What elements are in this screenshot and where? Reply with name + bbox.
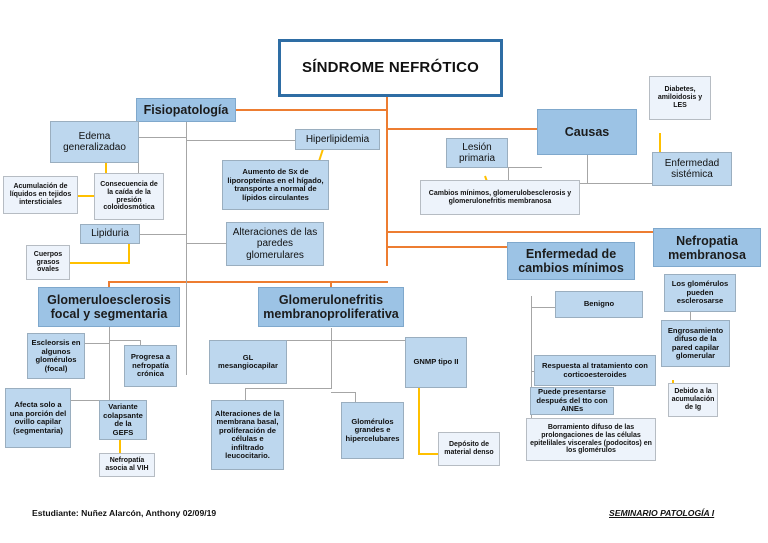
footer-seminar: SEMINARIO PATOLOGÍA I	[609, 508, 715, 518]
node-consecuencia-caida[interactable]: Consecuencia de la caída de la presión c…	[94, 173, 164, 220]
wire-lipid-down	[128, 244, 130, 264]
node-glomeruloesclerosis[interactable]: Glomeruloesclerosis focal y segmentaria	[38, 287, 180, 327]
wire-gnmp-alter-h	[245, 388, 332, 389]
wire-gefs-afecta	[70, 400, 110, 401]
wire-lipid-cuerpos	[68, 262, 130, 264]
node-glomerulos-esclerosarse[interactable]: Los glomérulos pueden esclerosarse	[664, 274, 736, 312]
wire-causas-enf-v	[508, 167, 509, 184]
wire-gefs-escl	[84, 343, 110, 344]
wire-ecm-benigno	[531, 307, 556, 308]
node-afecta-solo[interactable]: Afecta solo a una porción del ovillo cap…	[5, 388, 71, 448]
wire-gefs-down	[109, 327, 110, 420]
node-benigno[interactable]: Benigno	[555, 291, 643, 318]
wire-var-vih	[119, 440, 121, 455]
wire-causas-enf-h	[508, 183, 652, 184]
wire-gnmp-gl-h	[248, 340, 332, 341]
wire-ecm-down	[531, 296, 532, 454]
wire-fisio-alter	[186, 243, 226, 244]
node-debido-acumulacion-ig[interactable]: Debido a la acumulación de Ig	[668, 383, 718, 417]
node-glomerulos-grandes[interactable]: Glomérulos grandes e hipercelubares	[341, 402, 404, 459]
node-alteraciones-membrana[interactable]: Alteraciones de la membrana basal, proli…	[211, 400, 284, 470]
node-progresa-nefropatia[interactable]: Progresa a nefropatía crónica	[124, 345, 177, 387]
node-lipiduria[interactable]: Lipiduria	[80, 224, 140, 244]
wire-t2-deposito-h	[418, 453, 440, 455]
wire-causas-down	[587, 155, 588, 183]
node-respuesta-corticoesteroides[interactable]: Respuesta al tratamiento con corticoeste…	[534, 355, 656, 386]
node-nefropatia-vih[interactable]: Nefropatía asocia al VIH	[99, 453, 155, 477]
node-alteraciones-paredes[interactable]: Alteraciones de las paredes glomerulares	[226, 222, 324, 266]
node-acumulacion-liquidos[interactable]: Acumulación de líquidos en tejidos inter…	[3, 176, 78, 214]
node-variante-colapsante[interactable]: Variante colapsante de la GEFS	[99, 400, 147, 440]
wire-fisio-down	[186, 120, 187, 375]
node-escleorsis-algunos[interactable]: Escleorsis en algunos glomérulos (focal)	[27, 333, 85, 379]
node-nefropatia-membranosa[interactable]: Nefropatia membranosa	[653, 228, 761, 267]
wire-edema-acum	[77, 195, 107, 197]
wire-causas-lesion	[508, 167, 542, 168]
node-cuerpos-grasos[interactable]: Cuerpos grasos ovales	[26, 245, 70, 280]
node-enfermedad-cambios-minimos[interactable]: Enfermedad de cambios mínimos	[507, 242, 635, 280]
node-cambios-minimos-glom[interactable]: Cambios mínimos, glomerulobesclerosis y …	[420, 180, 580, 215]
wire-fisio-edema	[138, 137, 186, 138]
node-gl-mesangiocapilar[interactable]: GL mesangiocapilar	[209, 340, 287, 384]
wire-fisio-hiper	[186, 140, 296, 141]
wire-fisio-lipid-h	[138, 234, 186, 235]
wire-diabetes-enf	[659, 133, 661, 160]
wire-gnmp-glom-h	[331, 392, 356, 393]
node-fisiopatologia[interactable]: Fisiopatología	[136, 98, 236, 122]
wire-gnmp-alter-v	[245, 388, 246, 400]
wire-orange-ecm-h	[386, 246, 576, 248]
node-lesion-primaria[interactable]: Lesión primaria	[446, 138, 508, 168]
node-deposito-material[interactable]: Depósito de material denso	[438, 432, 500, 466]
wire-orange-gnmp-v	[330, 281, 332, 289]
wire-gnmp-t2-h	[331, 340, 431, 341]
node-engrosamiento-difuso[interactable]: Engrosamiento difuso de la pared capilar…	[661, 320, 730, 367]
node-edema-generalizado[interactable]: Edema generalizadao	[50, 121, 139, 163]
node-aumento-sx[interactable]: Aumento de Sx de liporopteínas en el híg…	[222, 160, 329, 210]
node-diabetes-amiloidosis[interactable]: Diabetes, amiloidosis y LES	[649, 76, 711, 120]
node-enfermedad-sistemica[interactable]: Enfermedad sistémica	[652, 152, 732, 186]
node-puede-presentarse-aines[interactable]: Puede presentarse después del tto con AI…	[530, 387, 614, 415]
wire-orange-causas	[386, 128, 538, 130]
footer-student: Estudiante: Nuñez Alarcón, Anthony 02/09…	[32, 508, 217, 518]
node-hiperlipidemia[interactable]: Hiperlipidemia	[295, 129, 380, 150]
wire-t2-deposito-v	[418, 388, 420, 455]
diagram-title: SÍNDROME NEFRÓTICO	[278, 39, 503, 97]
wire-orange-nefro-h	[386, 231, 686, 233]
node-glomerulonefritis-mp[interactable]: Glomerulonefritis membranoproliferativa	[258, 287, 404, 327]
wire-title-trunk-v	[386, 97, 388, 266]
node-gnmp-tipo2[interactable]: GNMP tipo II	[405, 337, 467, 388]
wire-orange-gefs-v	[108, 281, 110, 289]
node-causas[interactable]: Causas	[537, 109, 637, 155]
wire-gefs-prog-h	[109, 340, 141, 341]
wire-gnmp-glom-v	[355, 392, 356, 402]
wire-nm-down	[690, 285, 691, 342]
node-borramiento-difuso[interactable]: Borramiento difuso de las prolongaciones…	[526, 418, 656, 461]
wire-orange-lower-rail	[108, 281, 388, 283]
wire-gnmp-down	[331, 328, 332, 388]
wire-orange-fisio	[186, 109, 388, 111]
wire-consecuencia-top	[138, 162, 139, 174]
